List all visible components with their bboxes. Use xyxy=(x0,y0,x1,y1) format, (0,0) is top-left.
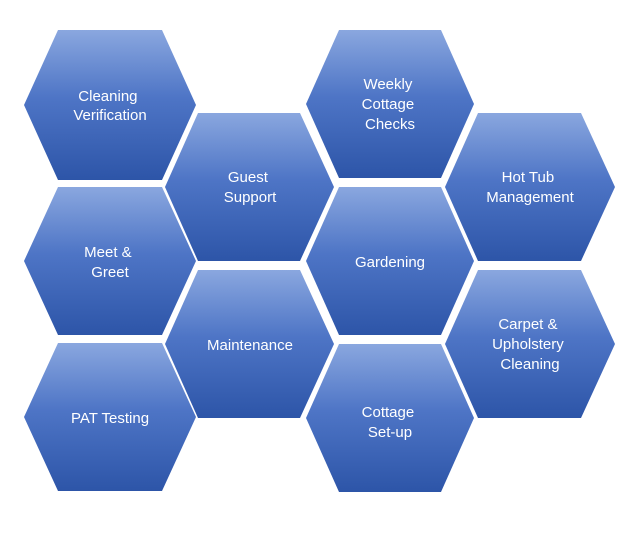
label-line: Guest xyxy=(228,169,269,186)
label-line: Cottage xyxy=(362,404,415,421)
hexagon-label: Gardening xyxy=(355,254,425,271)
label-line: Set-up xyxy=(368,424,412,441)
label-line: Gardening xyxy=(355,254,425,271)
hexagon-shape xyxy=(24,343,196,491)
label-line: Checks xyxy=(365,116,415,133)
hexagon-label: Meet & Greet xyxy=(84,244,136,281)
hexagon-guest-support: Guest Support xyxy=(165,113,334,261)
label-line: Verification xyxy=(73,107,146,124)
label-line: Hot Tub xyxy=(502,169,555,186)
label-line: Weekly xyxy=(363,76,412,93)
label-line: Cleaning xyxy=(500,356,559,373)
label-line: PAT Testing xyxy=(71,410,149,427)
hexagon-shape xyxy=(24,30,196,180)
hexagon-label: Hot Tub Management xyxy=(486,169,574,206)
label-line: Greet xyxy=(91,264,129,281)
hexagon-label: Guest Support xyxy=(224,169,277,206)
hexagon-pat-testing: PAT Testing xyxy=(24,343,196,491)
hexagon-label: Cottage Set-up xyxy=(362,404,419,441)
label-line: Meet & xyxy=(84,244,132,261)
hexagon-shape xyxy=(24,187,196,335)
label-line: Support xyxy=(224,189,277,206)
hexagon-shape xyxy=(165,270,334,418)
hexagon-hot-tub-management: Hot Tub Management xyxy=(445,113,615,261)
hexagon-gardening: Gardening xyxy=(306,187,474,335)
hexagon-shape xyxy=(306,187,474,335)
label-line: Cleaning xyxy=(78,88,137,105)
hexagon-shape xyxy=(165,113,334,261)
hexagon-label: Cleaning Verification xyxy=(73,88,146,124)
hexagon-weekly-cottage-checks: Weekly Cottage Checks xyxy=(306,30,474,178)
hexagon-shape xyxy=(445,113,615,261)
hexagon-label: Weekly Cottage Checks xyxy=(362,76,419,133)
hexagon-cleaning-verification: Cleaning Verification xyxy=(24,30,196,180)
hexagon-shape xyxy=(306,30,474,178)
hexagon-shape xyxy=(306,344,474,492)
label-line: Cottage xyxy=(362,96,415,113)
hexagon-label: Carpet & Upholstery Cleaning xyxy=(492,316,568,373)
label-line: Management xyxy=(486,189,574,206)
hexagon-cottage-set-up: Cottage Set-up xyxy=(306,344,474,492)
hexagon-meet-and-greet: Meet & Greet xyxy=(24,187,196,335)
hexagon-carpet-upholstery-cleaning: Carpet & Upholstery Cleaning xyxy=(445,270,615,418)
label-line: Carpet & xyxy=(498,316,557,333)
hexagon-maintenance: Maintenance xyxy=(165,270,334,418)
hexagon-label: PAT Testing xyxy=(71,410,149,427)
hexagon-shape xyxy=(445,270,615,418)
label-line: Maintenance xyxy=(207,337,293,354)
label-line: Upholstery xyxy=(492,336,564,353)
hexagon-label: Maintenance xyxy=(207,337,293,354)
